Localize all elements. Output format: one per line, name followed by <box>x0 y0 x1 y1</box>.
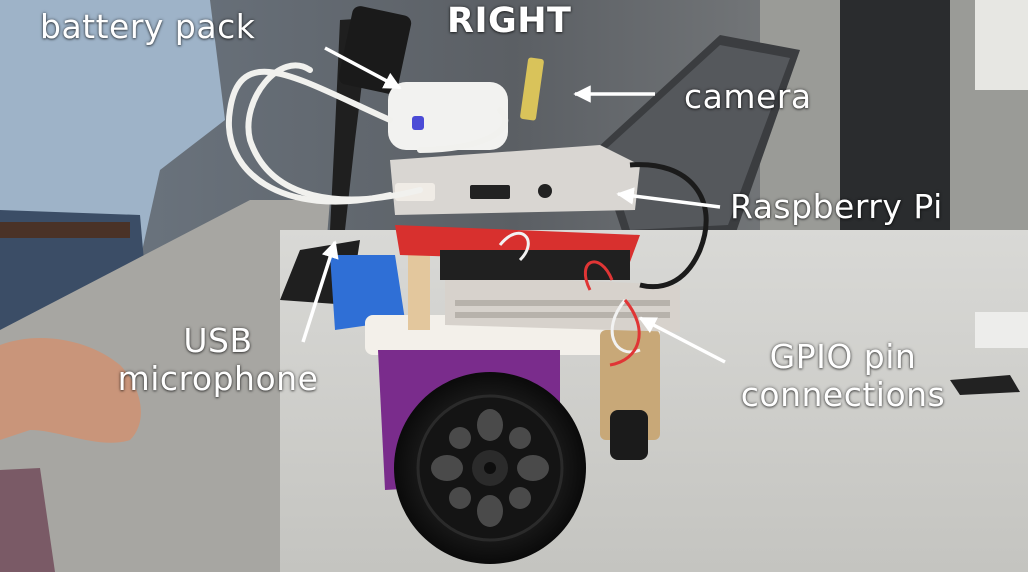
arrow-raspberry-pi <box>616 187 721 209</box>
desk-left <box>0 200 330 572</box>
battery-pack <box>388 82 508 150</box>
hand <box>0 337 141 443</box>
label-usb-microphone: USB microphone <box>88 322 348 398</box>
blue-tape <box>330 255 405 330</box>
arrow-usb-microphone <box>301 240 339 343</box>
label-raspberry-pi: Raspberry Pi <box>730 187 943 226</box>
label-gpio-pin-connections: GPIO pin connections <box>712 338 974 414</box>
label-usb-microphone-line2: microphone <box>117 359 319 398</box>
label-usb-microphone-line1: USB <box>183 321 253 360</box>
heading-right: RIGHT <box>447 1 572 41</box>
arrow-gpio <box>638 316 726 364</box>
label-gpio-line1: GPIO pin <box>769 337 917 376</box>
label-camera: camera <box>684 77 812 116</box>
raspberry-pi-case <box>390 145 640 215</box>
label-battery-pack: battery pack <box>40 7 256 46</box>
label-gpio-line2: connections <box>740 375 946 414</box>
person-left <box>0 0 225 260</box>
camera-board <box>520 57 544 121</box>
arrow-battery-pack <box>324 46 402 90</box>
tool <box>950 375 1020 395</box>
